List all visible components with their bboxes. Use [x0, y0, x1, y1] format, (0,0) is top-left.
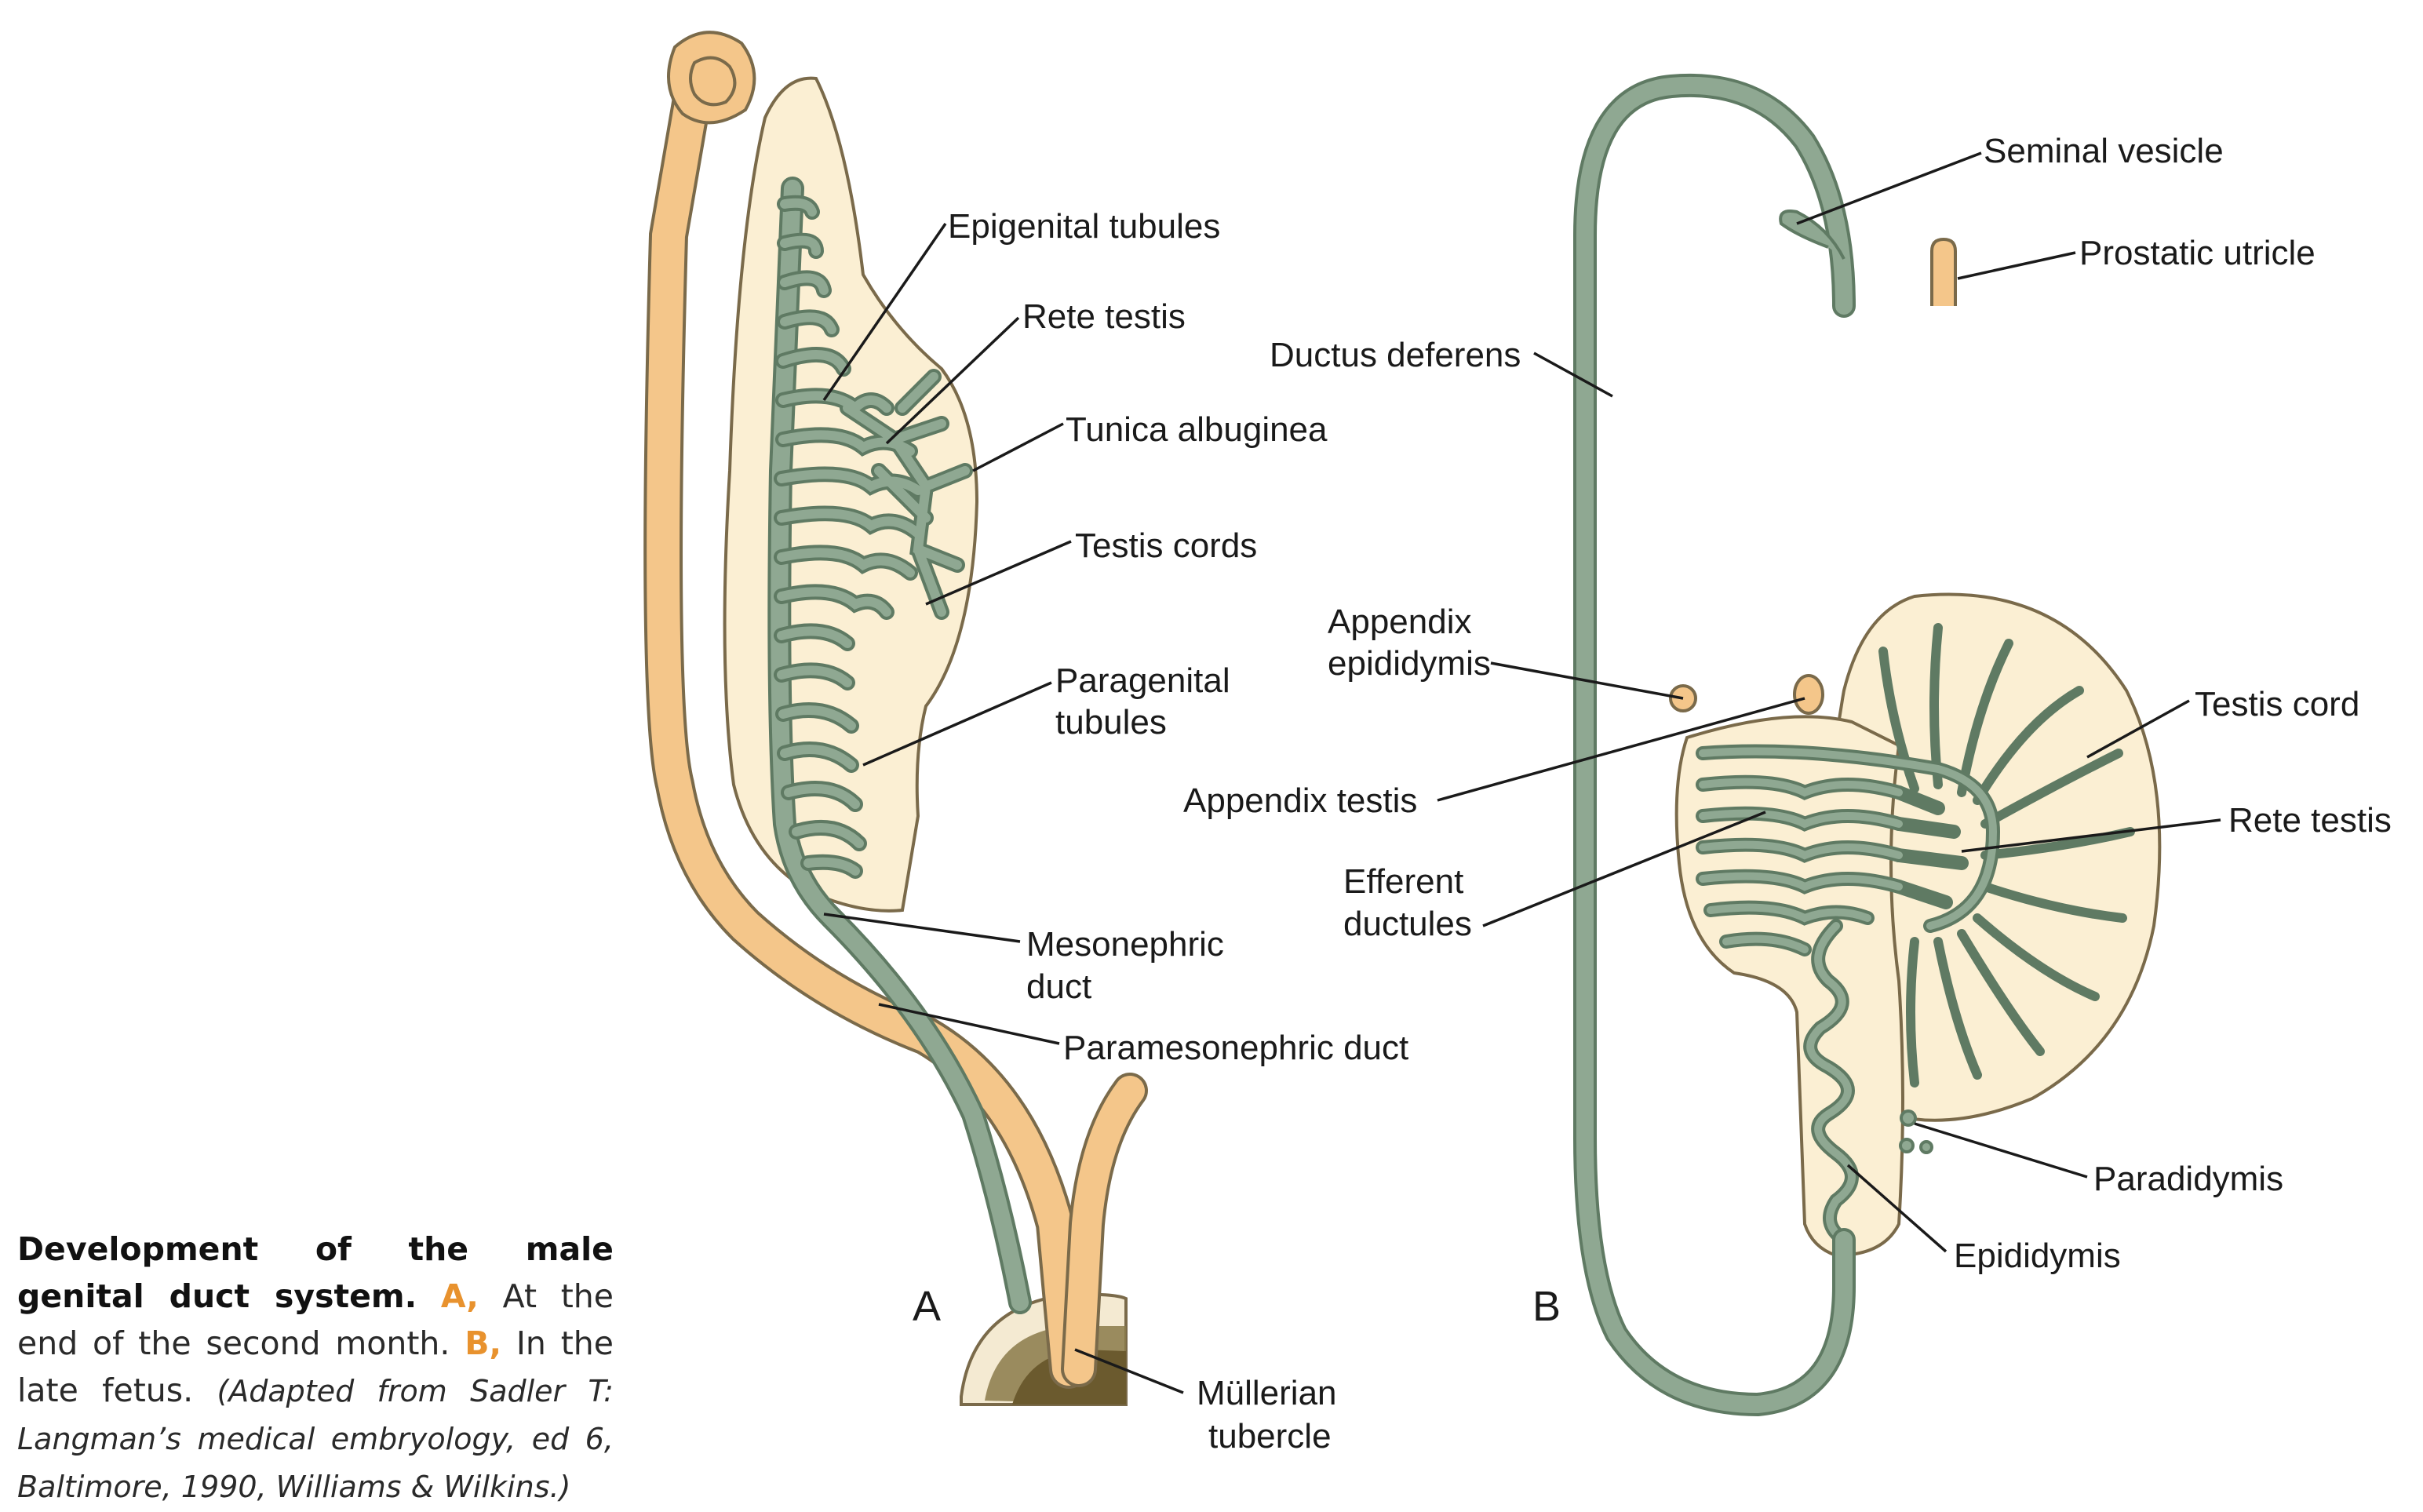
paramesonephric-duct-shape [643, 31, 1148, 1389]
appendix-epididymis-label-2: epididymis [1328, 644, 1491, 683]
testis-cords-b [1878, 623, 2135, 1088]
mesonephric-duct-label-1: Mesonephric [1026, 925, 1224, 964]
paramesonephric-duct-label: Paramesonephric duct [1063, 1029, 1408, 1067]
mesonephric-tubules-fill [777, 198, 970, 876]
mullerian-tubercle-shape [960, 1292, 1128, 1406]
appendix-testis-label: Appendix testis [1183, 782, 1417, 820]
tunica-albuginea-label: Tunica albuginea [1066, 410, 1328, 449]
epididymis-label: Epididymis [1954, 1237, 2121, 1275]
ductus-deferens-shape [1573, 73, 1856, 1417]
efferent-ductules-label-2: ductules [1343, 905, 1472, 943]
caption-title: Development of the male genital duct sys… [17, 1230, 614, 1315]
caption-text-a: At the end of the second month. [17, 1277, 614, 1362]
panel-b-label: B [1532, 1283, 1561, 1330]
testis-cord-label: Testis cord [2195, 685, 2359, 723]
panel-b-drawing: B Seminal vesicle Prostatic utricle Duct… [1183, 73, 2392, 1417]
appendix-epididymis-label-1: Appendix [1328, 603, 1471, 641]
leader-lines-b [1437, 151, 2221, 1253]
prostatic-utricle-label: Prostatic utricle [2079, 234, 2316, 272]
mullerian-tubercle-label-1: Müllerian [1197, 1374, 1337, 1412]
caption-key-a: A, [440, 1277, 479, 1315]
efferent-ductules-label-1: Efferent [1343, 862, 1463, 901]
caption-text-b: In the late fetus. [17, 1324, 614, 1409]
mullerian-tubercle-label-2: tubercle [1208, 1417, 1332, 1456]
ductus-deferens-label: Ductus deferens [1270, 336, 1521, 374]
testis-cords-label: Testis cords [1075, 526, 1257, 565]
rete-efferent-b-fill [1699, 747, 1998, 1244]
leader-lines-a [822, 223, 1184, 1394]
rete-testis-b-label: Rete testis [2228, 801, 2392, 840]
figure-caption: Development of the male genital duct sys… [17, 1226, 614, 1510]
caption-source: (Adapted from Sadler T: Langman’s medica… [17, 1374, 614, 1504]
paradidymis-label: Paradidymis [2093, 1160, 2283, 1198]
paradidymis-shape [1899, 1109, 1933, 1154]
epigenital-tubules-label: Epigenital tubules [948, 207, 1220, 246]
rete-testis-a-label: Rete testis [1022, 297, 1186, 336]
epididymis-body-shape [1674, 715, 1904, 1258]
paragenital-tubules-label-1: Paragenital [1055, 661, 1230, 700]
panel-a-drawing: A Epigenital tubules Rete testis Tunica … [643, 31, 1408, 1456]
caption-key-b: B, [465, 1324, 502, 1362]
prostatic-utricle-shape [1930, 237, 1957, 306]
panel-a-label: A [913, 1283, 941, 1330]
mesonephric-duct-label-2: duct [1026, 967, 1091, 1006]
testis-tissue-a [723, 76, 979, 913]
appendix-testis-shape [1793, 674, 1824, 715]
paragenital-tubules-label-2: tubules [1055, 703, 1167, 741]
seminal-vesicle-label: Seminal vesicle [1984, 132, 2224, 170]
